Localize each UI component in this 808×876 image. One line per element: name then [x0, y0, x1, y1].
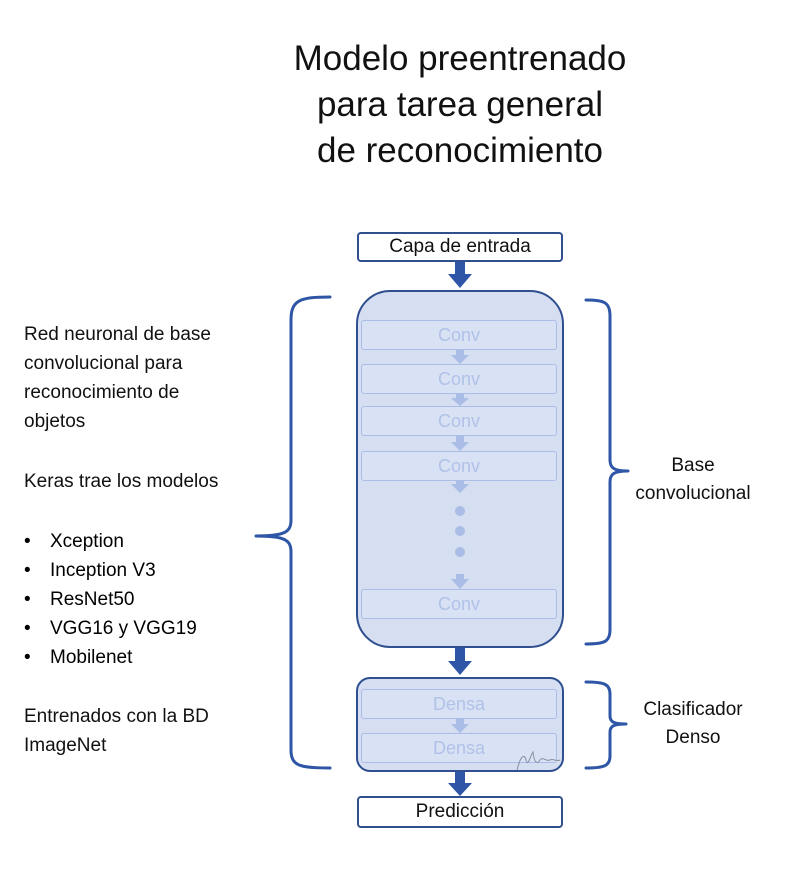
- conv-layer-3-label: Conv: [437, 411, 481, 431]
- curly-brace-icon: [254, 295, 332, 770]
- dense-layer-1-label: Densa: [432, 694, 486, 714]
- conv-layer-2: Conv: [361, 364, 557, 394]
- keras-line: Keras trae los modelos: [24, 471, 219, 492]
- keras-text: Keras trae los modelos: [24, 467, 218, 496]
- down-arrow-icon: [451, 719, 469, 733]
- classifier-label-line-1: Clasificador: [643, 699, 743, 720]
- conv-layer-2-label: Conv: [437, 369, 481, 389]
- clasificador-denso-label: Clasificador Denso: [618, 696, 768, 752]
- down-arrow-icon: [451, 481, 469, 493]
- model-name: Xception: [50, 531, 124, 552]
- intro-line-1: Red neuronal de base: [24, 324, 211, 345]
- title-line-2: para tarea general: [316, 85, 604, 124]
- dense-layer-2: Densa: [361, 733, 557, 763]
- bullet-icon: •: [24, 589, 31, 610]
- trained-line-2: ImageNet: [24, 735, 107, 756]
- title-line-3: de reconocimiento: [317, 131, 603, 170]
- base-label-line-1: Base: [671, 455, 715, 476]
- curly-brace-icon: [584, 680, 628, 770]
- list-item: • Xception: [24, 527, 197, 556]
- output-layer-label: Predicción: [415, 801, 505, 822]
- conv-layer-4-label: Conv: [437, 456, 481, 476]
- conv-layer-3: Conv: [361, 406, 557, 436]
- model-name: VGG16 y VGG19: [50, 618, 197, 639]
- ellipsis-vertical-icon: [455, 506, 465, 557]
- model-name: Mobilenet: [50, 647, 133, 668]
- model-list: • Xception • Inception V3 • ResNet50 • VGG16…: [24, 527, 197, 672]
- conv-layer-5-label: Conv: [437, 594, 481, 614]
- conv-layer-1: Conv: [361, 320, 557, 350]
- title-line-1: Modelo preentrenado: [293, 39, 627, 78]
- down-arrow-icon: [448, 772, 472, 796]
- bullet-icon: •: [24, 647, 31, 668]
- dense-layer-1: Densa: [361, 689, 557, 719]
- down-arrow-icon: [451, 436, 469, 451]
- list-item: • VGG16 y VGG19: [24, 614, 197, 643]
- curly-brace-icon: [584, 298, 630, 646]
- output-layer-box: Predicción: [357, 796, 563, 828]
- intro-line-2: convolucional para: [24, 353, 183, 374]
- intro-line-3: reconocimiento de: [24, 382, 180, 403]
- bullet-icon: •: [24, 560, 31, 581]
- conv-layer-1-label: Conv: [437, 325, 481, 345]
- input-layer-box: Capa de entrada: [357, 232, 563, 262]
- list-item: • Mobilenet: [24, 643, 197, 672]
- model-name: ResNet50: [50, 589, 135, 610]
- conv-layer-4: Conv: [361, 451, 557, 481]
- down-arrow-icon: [451, 574, 469, 589]
- intro-text: Red neuronal de base convolucional para …: [24, 320, 211, 436]
- dense-layer-2-label: Densa: [432, 738, 486, 758]
- down-arrow-icon: [448, 262, 472, 288]
- down-arrow-icon: [448, 648, 472, 675]
- list-item: • Inception V3: [24, 556, 197, 585]
- input-layer-label: Capa de entrada: [389, 236, 531, 257]
- base-convolucional-label: Base convolucional: [618, 452, 768, 508]
- conv-layer-5: Conv: [361, 589, 557, 619]
- down-arrow-icon: [451, 350, 469, 364]
- base-label-line-2: convolucional: [635, 483, 751, 504]
- intro-line-4: objetos: [24, 411, 86, 432]
- list-item: • ResNet50: [24, 585, 197, 614]
- trained-text: Entrenados con la BD ImageNet: [24, 702, 209, 760]
- bullet-icon: •: [24, 531, 31, 552]
- down-arrow-icon: [451, 394, 469, 406]
- model-name: Inception V3: [50, 560, 156, 581]
- diagram-title: Modelo preentrenado para tarea general d…: [225, 36, 695, 174]
- classifier-label-line-2: Denso: [665, 727, 721, 748]
- signature-mark: [516, 750, 561, 771]
- trained-line-1: Entrenados con la BD: [24, 706, 209, 727]
- bullet-icon: •: [24, 618, 31, 639]
